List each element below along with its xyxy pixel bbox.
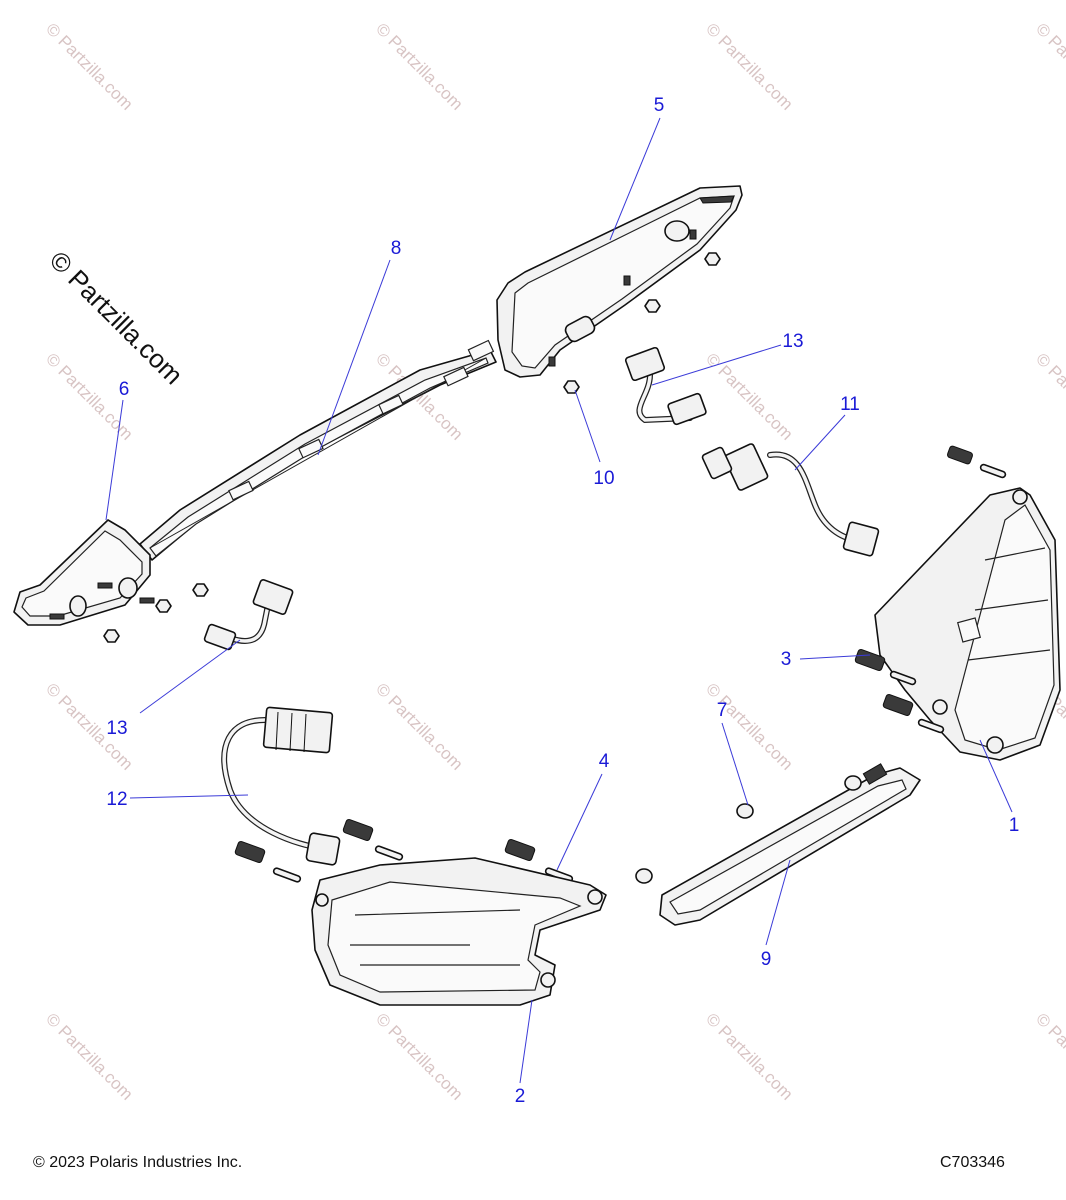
callout-12[interactable]: 12 bbox=[106, 789, 127, 810]
copyright-text: © 2023 Polaris Industries Inc. bbox=[33, 1154, 243, 1171]
nuts-left[interactable] bbox=[103, 583, 209, 643]
callout-13-left[interactable]: 13 bbox=[106, 718, 127, 739]
watermark-text: © Partzilla.com bbox=[42, 19, 136, 113]
callout-4[interactable]: 4 bbox=[599, 751, 610, 772]
part-13-harness-left[interactable] bbox=[203, 579, 294, 651]
part-2-headlamp-left[interactable] bbox=[311, 857, 607, 1006]
callout-7[interactable]: 7 bbox=[717, 700, 728, 721]
callout-11[interactable]: 11 bbox=[840, 394, 860, 415]
watermark-layer: © Partzilla.com © Partzilla.com © Partzill… bbox=[42, 19, 1066, 1103]
part-4-springs-left[interactable] bbox=[234, 818, 574, 883]
callout-10[interactable]: 10 bbox=[593, 468, 614, 489]
callout-9[interactable]: 9 bbox=[761, 949, 772, 970]
part-7-grommets[interactable] bbox=[635, 775, 862, 884]
part-13-harness-right[interactable] bbox=[624, 346, 707, 426]
watermark-text: © Partzilla.com bbox=[702, 349, 796, 443]
callout-5[interactable]: 5 bbox=[654, 95, 665, 116]
watermark-text: © Partzilla.com bbox=[372, 19, 466, 113]
part-12-harness[interactable] bbox=[221, 706, 341, 866]
part-1-headlamp-right[interactable] bbox=[874, 487, 1061, 761]
callout-labels: 5 8 6 13 10 11 13 3 1 7 4 12 9 2 bbox=[106, 95, 1019, 1107]
part-11-harness[interactable] bbox=[701, 443, 880, 557]
watermark-text: © Partzilla.com bbox=[372, 1009, 466, 1103]
part-5-tail-lamp-right[interactable] bbox=[496, 185, 743, 378]
callout-1[interactable]: 1 bbox=[1009, 815, 1020, 836]
part-9-light-bar-lower[interactable] bbox=[659, 763, 921, 926]
part-8-light-bar[interactable] bbox=[139, 339, 497, 561]
callout-6[interactable]: 6 bbox=[119, 379, 130, 400]
watermark-text: © Partzilla.com bbox=[702, 1009, 796, 1103]
watermark-text: © Partzilla.com bbox=[42, 1009, 136, 1103]
part-6-lamp-left[interactable] bbox=[13, 519, 155, 626]
callout-13-right[interactable]: 13 bbox=[782, 331, 803, 352]
part-3-springs-right[interactable] bbox=[854, 445, 1007, 734]
callout-3[interactable]: 3 bbox=[781, 649, 792, 670]
drawing-id: C703346 bbox=[940, 1154, 1005, 1171]
watermark-text: © Partzilla.com bbox=[1032, 349, 1066, 443]
callout-8[interactable]: 8 bbox=[391, 238, 402, 259]
watermark-text: © Partzilla.com bbox=[1032, 1009, 1066, 1103]
watermark-text: © Partzilla.com bbox=[702, 679, 796, 773]
watermark-text: © Partzilla.com bbox=[1032, 19, 1066, 113]
callout-2[interactable]: 2 bbox=[515, 1086, 526, 1107]
watermark-text: © Partzilla.com bbox=[372, 679, 466, 773]
leader-lines bbox=[105, 117, 1013, 1084]
watermark-text: © Partzilla.com bbox=[702, 19, 796, 113]
